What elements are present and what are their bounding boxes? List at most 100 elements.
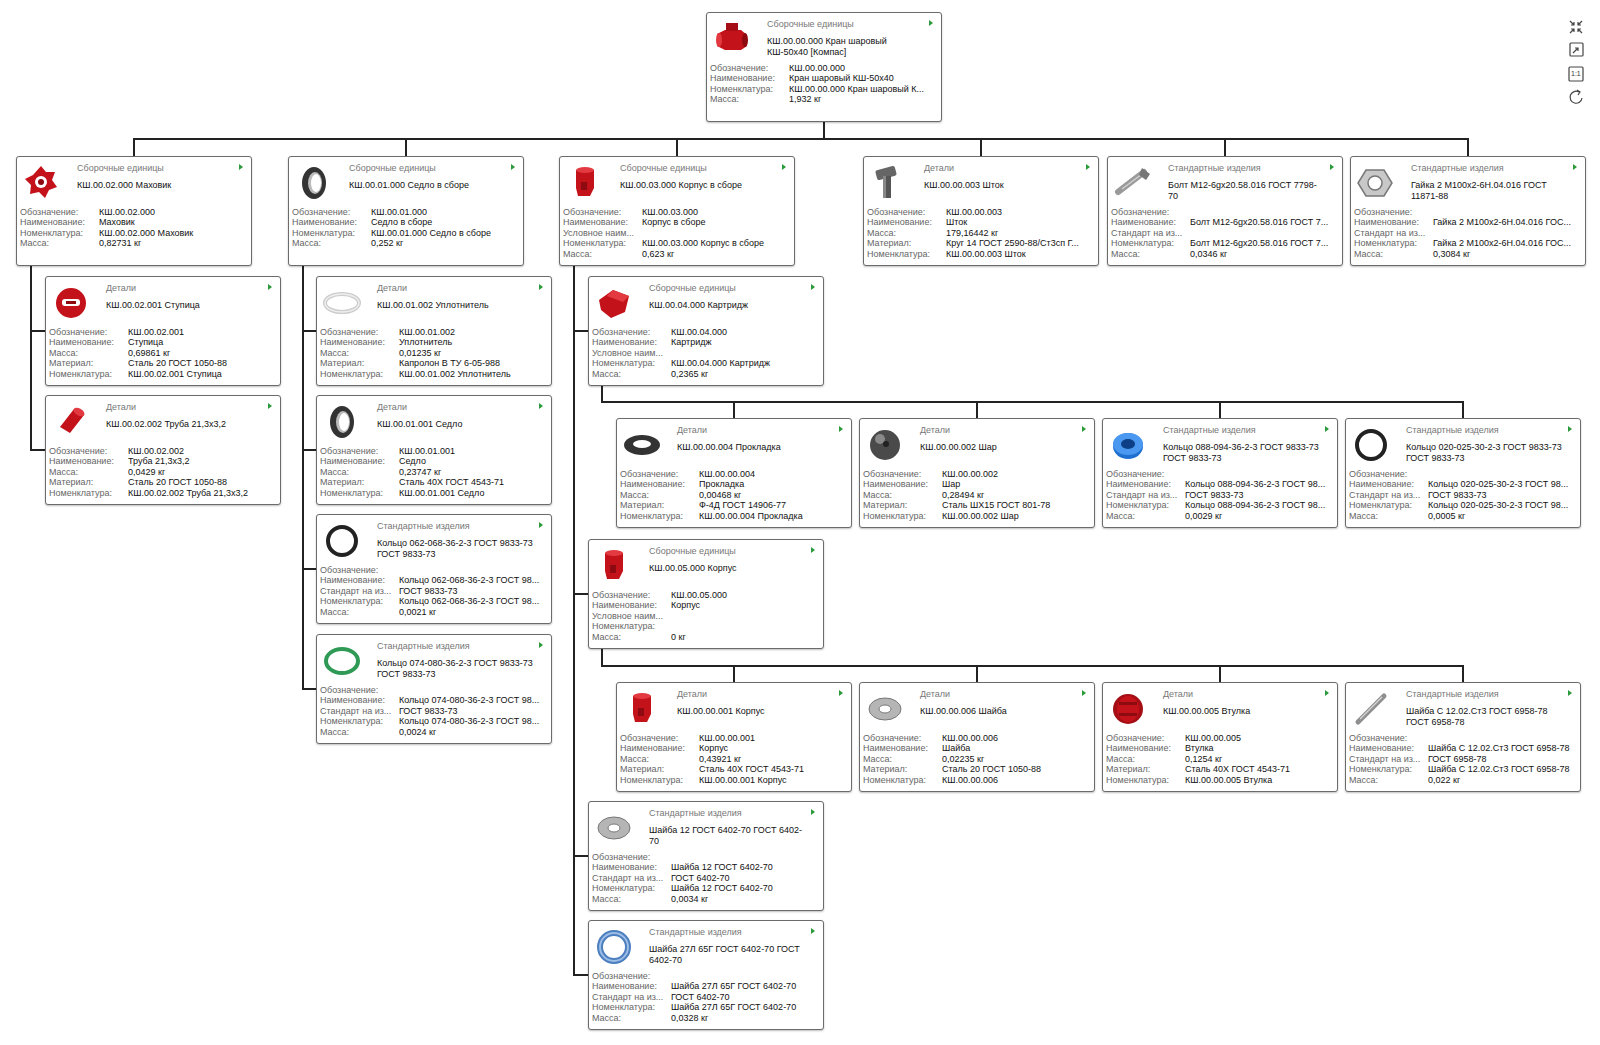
expand-marker bbox=[1086, 164, 1090, 170]
property-label: Масса: bbox=[592, 1013, 671, 1023]
category-label: Детали bbox=[677, 689, 835, 700]
item-card: Стандартные изделияШайба 12 ГОСТ 6402-70… bbox=[588, 801, 824, 911]
property-row: Обозначение: bbox=[317, 565, 551, 575]
expand-marker bbox=[811, 928, 815, 934]
property-row: Обозначение:КШ.00.02.001 bbox=[46, 327, 280, 337]
property-value: Гайка 2 М100х2-6Н.04.016 ГОС... bbox=[1433, 238, 1582, 248]
property-row: Материал:Сталь 20 ГОСТ 1050-88 bbox=[860, 764, 1094, 774]
part-icon bbox=[593, 926, 635, 968]
property-value: Корпус в сборе bbox=[642, 217, 791, 227]
property-label: Номенклатура: bbox=[320, 369, 399, 379]
property-value: ГОСТ 6402-70 bbox=[671, 992, 820, 1002]
property-row: Масса:0,28494 кг bbox=[860, 490, 1094, 500]
property-value: Ступица bbox=[128, 337, 277, 347]
tree-connector bbox=[574, 266, 588, 975]
property-row: Обозначение:КШ.00.01.001 bbox=[317, 446, 551, 456]
item-title: КШ.00.00.003 Шток bbox=[924, 180, 1082, 191]
property-row: Масса:0,0429 кг bbox=[46, 467, 280, 477]
property-value: КШ.00.01.001 Седло bbox=[399, 488, 548, 498]
property-row: Обозначение: bbox=[1346, 733, 1580, 743]
expand-marker bbox=[1568, 690, 1572, 696]
item-title: Болт М12-6gx20.58.016 ГОСТ 7798-70 bbox=[1168, 180, 1326, 201]
property-row: Номенклатура:КШ.00.01.002 Уплотнитель bbox=[317, 369, 551, 379]
part-icon bbox=[321, 401, 363, 443]
item-card: ДеталиКШ.00.02.002 Труба 21,3х3,2Обознач… bbox=[45, 395, 281, 505]
property-value: ГОСТ 9833-73 bbox=[399, 706, 548, 716]
property-row: Наименование:Маховик bbox=[17, 217, 251, 227]
property-row: Масса:0,0005 кг bbox=[1346, 511, 1580, 521]
property-row: Номенклатура:Болт М12-6gx20.58.016 ГОСТ … bbox=[1108, 238, 1342, 248]
part-icon bbox=[621, 688, 663, 730]
property-row: Наименование:Седло bbox=[317, 456, 551, 466]
property-value: Прокладка bbox=[699, 479, 848, 489]
property-label: Наименование: bbox=[49, 456, 128, 466]
item-title: Кольцо 074-080-36-2-3 ГОСТ 9833-73 ГОСТ … bbox=[377, 658, 535, 679]
property-label: Масса: bbox=[620, 490, 699, 500]
property-label: Номенклатура: bbox=[1354, 238, 1433, 248]
item-card: Сборочные единицыКШ.00.00.000 Кран шаров… bbox=[706, 12, 942, 122]
property-value: 0,02235 кг bbox=[942, 754, 1091, 764]
property-value: 0 кг bbox=[671, 632, 820, 642]
property-row: Условное наим... bbox=[589, 611, 823, 621]
property-label: Масса: bbox=[1349, 511, 1428, 521]
card-header: Сборочные единицыКШ.00.00.000 Кран шаров… bbox=[767, 13, 925, 63]
property-row: Масса:0,252 кг bbox=[289, 238, 523, 248]
property-row: Наименование:Корпус bbox=[589, 600, 823, 610]
expand-marker bbox=[1082, 426, 1086, 432]
part-icon bbox=[1107, 424, 1149, 466]
item-card: ДеталиКШ.00.00.002 ШарОбозначение:КШ.00.… bbox=[859, 418, 1095, 528]
property-row: Материал:Ф-4Д ГОСТ 14906-77 bbox=[617, 500, 851, 510]
part-icon bbox=[1112, 162, 1154, 204]
property-label: Масса: bbox=[620, 754, 699, 764]
card-header: ДеталиКШ.00.00.002 Шар bbox=[920, 419, 1078, 469]
property-row: Масса:0,0024 кг bbox=[317, 727, 551, 737]
property-row: Масса:0,0029 кг bbox=[1103, 511, 1337, 521]
card-header: Стандартные изделияШайба С 12.02.Ст3 ГОС… bbox=[1406, 683, 1564, 733]
property-row: Стандарт на из... bbox=[1351, 228, 1585, 238]
property-row: Стандарт на из...ГОСТ 6958-78 bbox=[1346, 754, 1580, 764]
property-row: Материал:Сталь ШХ15 ГОСТ 801-78 bbox=[860, 500, 1094, 510]
tree-connector bbox=[406, 122, 824, 156]
property-value: 0,2365 кг bbox=[671, 369, 820, 379]
property-row: Номенклатура:КШ.00.00.004 Прокладка bbox=[617, 511, 851, 521]
property-label: Обозначение: bbox=[320, 565, 399, 575]
part-icon bbox=[50, 401, 92, 443]
tree-connector bbox=[574, 266, 588, 331]
category-label: Детали bbox=[106, 402, 264, 413]
item-title: КШ.00.02.002 Труба 21,3х3,2 bbox=[106, 419, 264, 430]
property-value: КШ.00.00.002 Шар bbox=[942, 511, 1091, 521]
property-label: Стандарт на из... bbox=[320, 586, 399, 596]
property-label: Номенклатура: bbox=[620, 775, 699, 785]
expand-marker bbox=[1082, 690, 1086, 696]
expand-marker bbox=[929, 20, 933, 26]
property-value: КШ.00.00.004 bbox=[699, 469, 848, 479]
property-row: Наименование:Корпус в сборе bbox=[560, 217, 794, 227]
property-value: Кольцо 088-094-36-2-3 ГОСТ 98... bbox=[1185, 500, 1334, 510]
property-label: Материал: bbox=[49, 358, 128, 368]
part-icon bbox=[1355, 162, 1397, 204]
property-value: 0,0021 кг bbox=[399, 607, 548, 617]
part-icon bbox=[293, 162, 335, 204]
item-card: Стандартные изделияГайка 2 М100х2-6Н.04.… bbox=[1350, 156, 1586, 266]
expand-marker bbox=[811, 547, 815, 553]
part-icon bbox=[593, 807, 635, 849]
property-row: Обозначение:КШ.00.00.003 bbox=[864, 207, 1098, 217]
property-value: Кольцо 020-025-30-2-3 ГОСТ 98... bbox=[1428, 479, 1577, 489]
part-icon bbox=[321, 640, 363, 682]
property-row: Номенклатура:КШ.00.01.001 Седло bbox=[317, 488, 551, 498]
item-title: КШ.00.00.002 Шар bbox=[920, 442, 1078, 453]
property-label: Наименование: bbox=[620, 479, 699, 489]
property-label: Стандарт на из... bbox=[592, 992, 671, 1002]
property-label: Масса: bbox=[863, 754, 942, 764]
property-value: 0,0029 кг bbox=[1185, 511, 1334, 521]
zoom-label: 1:1 bbox=[1571, 70, 1581, 78]
item-title: Шайба 27Л 65Г ГОСТ 6402-70 ГОСТ 6402-70 bbox=[649, 944, 807, 965]
property-value: Шар bbox=[942, 479, 1091, 489]
part-icon bbox=[1107, 688, 1149, 730]
part-icon bbox=[321, 282, 363, 324]
property-value: Втулка bbox=[1185, 743, 1334, 753]
property-value: КШ.00.00.001 Корпус bbox=[699, 775, 848, 785]
property-row: Обозначение:КШ.00.00.001 bbox=[617, 733, 851, 743]
item-title: Кольцо 020-025-30-2-3 ГОСТ 9833-73 ГОСТ … bbox=[1406, 442, 1564, 463]
property-label: Обозначение: bbox=[1106, 469, 1185, 479]
